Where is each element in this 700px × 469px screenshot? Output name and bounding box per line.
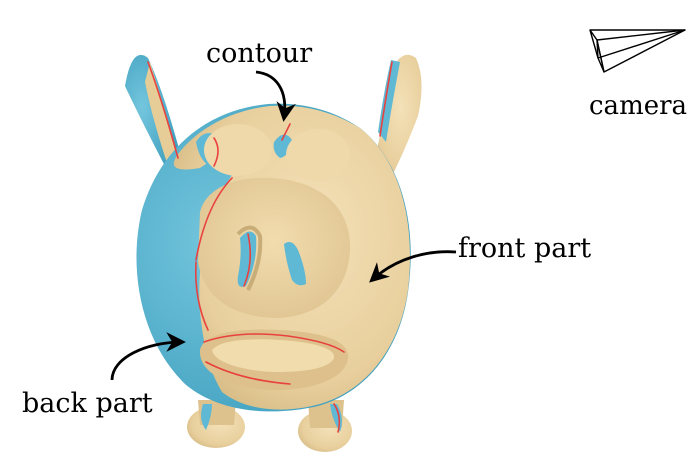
contour-line-snout-left bbox=[195, 177, 233, 261]
left-ear-inner bbox=[145, 62, 178, 166]
contour-line-left-nostril bbox=[243, 233, 252, 287]
contour-line-head-patch bbox=[213, 137, 219, 167]
contour-line-mouth-bottom bbox=[205, 361, 291, 385]
contour-line-head bbox=[281, 123, 291, 141]
snout bbox=[198, 177, 351, 318]
pig-model bbox=[125, 54, 422, 452]
camera-icon bbox=[589, 29, 686, 73]
contour-line-left-ear bbox=[147, 61, 179, 159]
mouth-ring-top bbox=[212, 339, 335, 372]
right-ear bbox=[372, 54, 422, 180]
camera-label: camera bbox=[589, 91, 688, 121]
right-eye-bump bbox=[286, 129, 350, 181]
left-nostril-rim bbox=[236, 225, 263, 291]
back-part-label: back part bbox=[22, 388, 153, 419]
right-ear-blue-patch bbox=[378, 60, 400, 142]
contour-line-back-edge bbox=[194, 261, 209, 331]
left-foot-blue-patch bbox=[201, 404, 212, 430]
contour-label: contour bbox=[206, 38, 313, 69]
left-nostril bbox=[237, 231, 257, 287]
contour-lines bbox=[147, 61, 393, 433]
contour-arrow bbox=[255, 70, 296, 122]
contour-line-right-ear bbox=[379, 61, 393, 137]
left-eye-bump bbox=[204, 124, 272, 176]
front-part-arrow bbox=[369, 250, 457, 283]
front-part-label: front part bbox=[458, 233, 592, 264]
contour-line-right-foot bbox=[333, 403, 341, 433]
back-part-arrow bbox=[110, 332, 186, 381]
contour-line-mouth bbox=[203, 333, 345, 353]
right-nostril bbox=[284, 242, 306, 286]
